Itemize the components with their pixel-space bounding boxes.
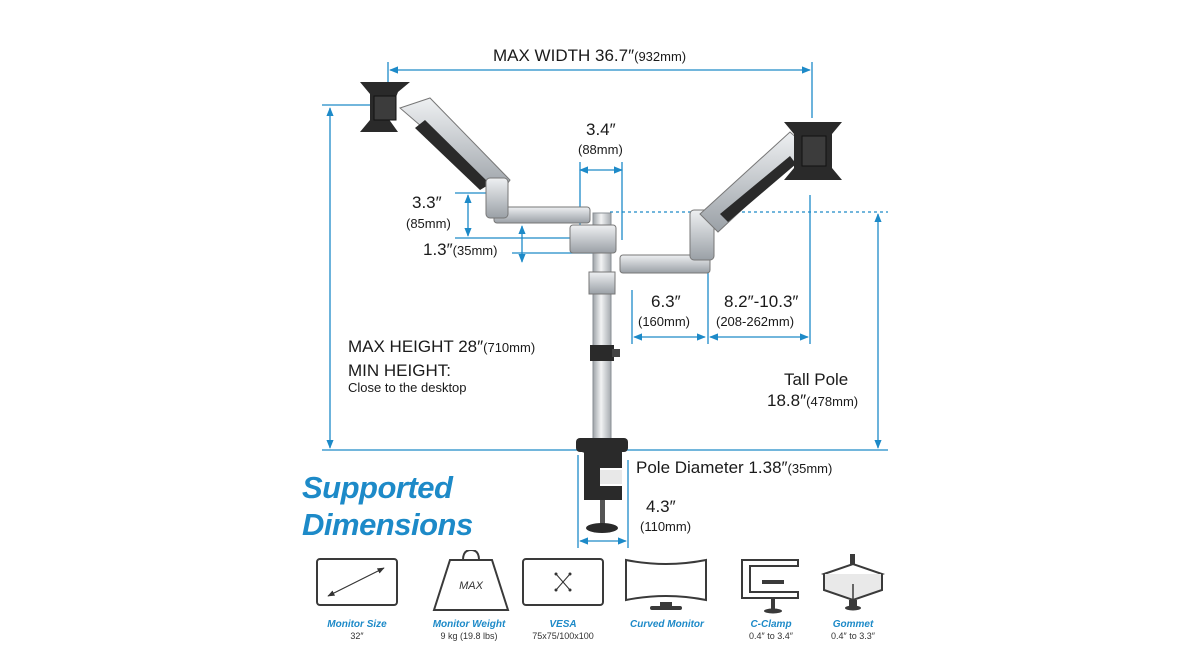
c-clamp-value: 0.4″ to 3.4″: [749, 631, 793, 641]
monitor-size-icon: [316, 558, 398, 606]
vesa-title: VESA: [549, 619, 577, 630]
right-vesa-plate: [784, 122, 842, 180]
arm-drop-label: 3.3″: [412, 193, 442, 212]
curved-monitor-icon: [625, 558, 707, 610]
vesa-icon: [522, 558, 604, 606]
pole: [588, 212, 620, 446]
grommet-title: Gommet: [832, 619, 874, 630]
tall-pole-label: Tall Pole: [784, 370, 849, 389]
monitor-size-title: Monitor Size: [327, 619, 387, 630]
monitor-weight-value: 9 kg (19.8 lbs): [440, 631, 498, 641]
weight-icon: [432, 550, 510, 611]
monitor-weight-title: Monitor Weight: [432, 619, 506, 630]
supported-heading-line2: Dimensions: [302, 507, 473, 542]
grommet-value: 0.4″ to 3.3″: [831, 631, 875, 641]
arm-offset-label: 1.3″(35mm): [423, 240, 498, 259]
clamp-width-mm-label: (110mm): [640, 519, 692, 534]
pole-diameter-label: Pole Diameter 1.38″(35mm): [636, 458, 833, 477]
max-height-label: MAX HEIGHT 28″(710mm): [348, 337, 536, 356]
grommet-icon: [820, 554, 886, 611]
left-arm: [399, 97, 617, 254]
right-arm: [619, 131, 809, 274]
min-height-note: Close to the desktop: [348, 380, 467, 395]
monitor-size-value: 32″: [350, 631, 364, 641]
supported-heading-line1: Supported: [302, 470, 453, 505]
min-height-label: MIN HEIGHT:: [348, 361, 451, 380]
max-width-label: MAX WIDTH 36.7″(932mm): [493, 46, 687, 65]
arm-drop-mm-label: (85mm): [406, 216, 451, 231]
c-clamp-title: C-Clamp: [750, 619, 792, 630]
left-vesa-plate: [360, 82, 410, 132]
outer-arm-mm-label: (208-262mm): [716, 314, 795, 329]
inner-arm-label: 6.3″: [651, 292, 681, 311]
vesa-value: 75x75/100x100: [532, 631, 594, 641]
pole-spacing-label: 3.4″: [586, 120, 616, 139]
clamp-width-label: 4.3″: [646, 497, 676, 516]
desk-clamp: [576, 438, 628, 533]
pole-spacing-mm-label: (88mm): [578, 142, 623, 157]
inner-arm-mm-label: (160mm): [638, 314, 691, 329]
c-clamp-icon: [741, 559, 799, 614]
weight-badge: MAX: [459, 580, 483, 592]
tall-pole-value: 18.8″(478mm): [767, 391, 859, 410]
curved-monitor-title: Curved Monitor: [630, 619, 704, 630]
outer-arm-label: 8.2″-10.3″: [724, 292, 799, 311]
